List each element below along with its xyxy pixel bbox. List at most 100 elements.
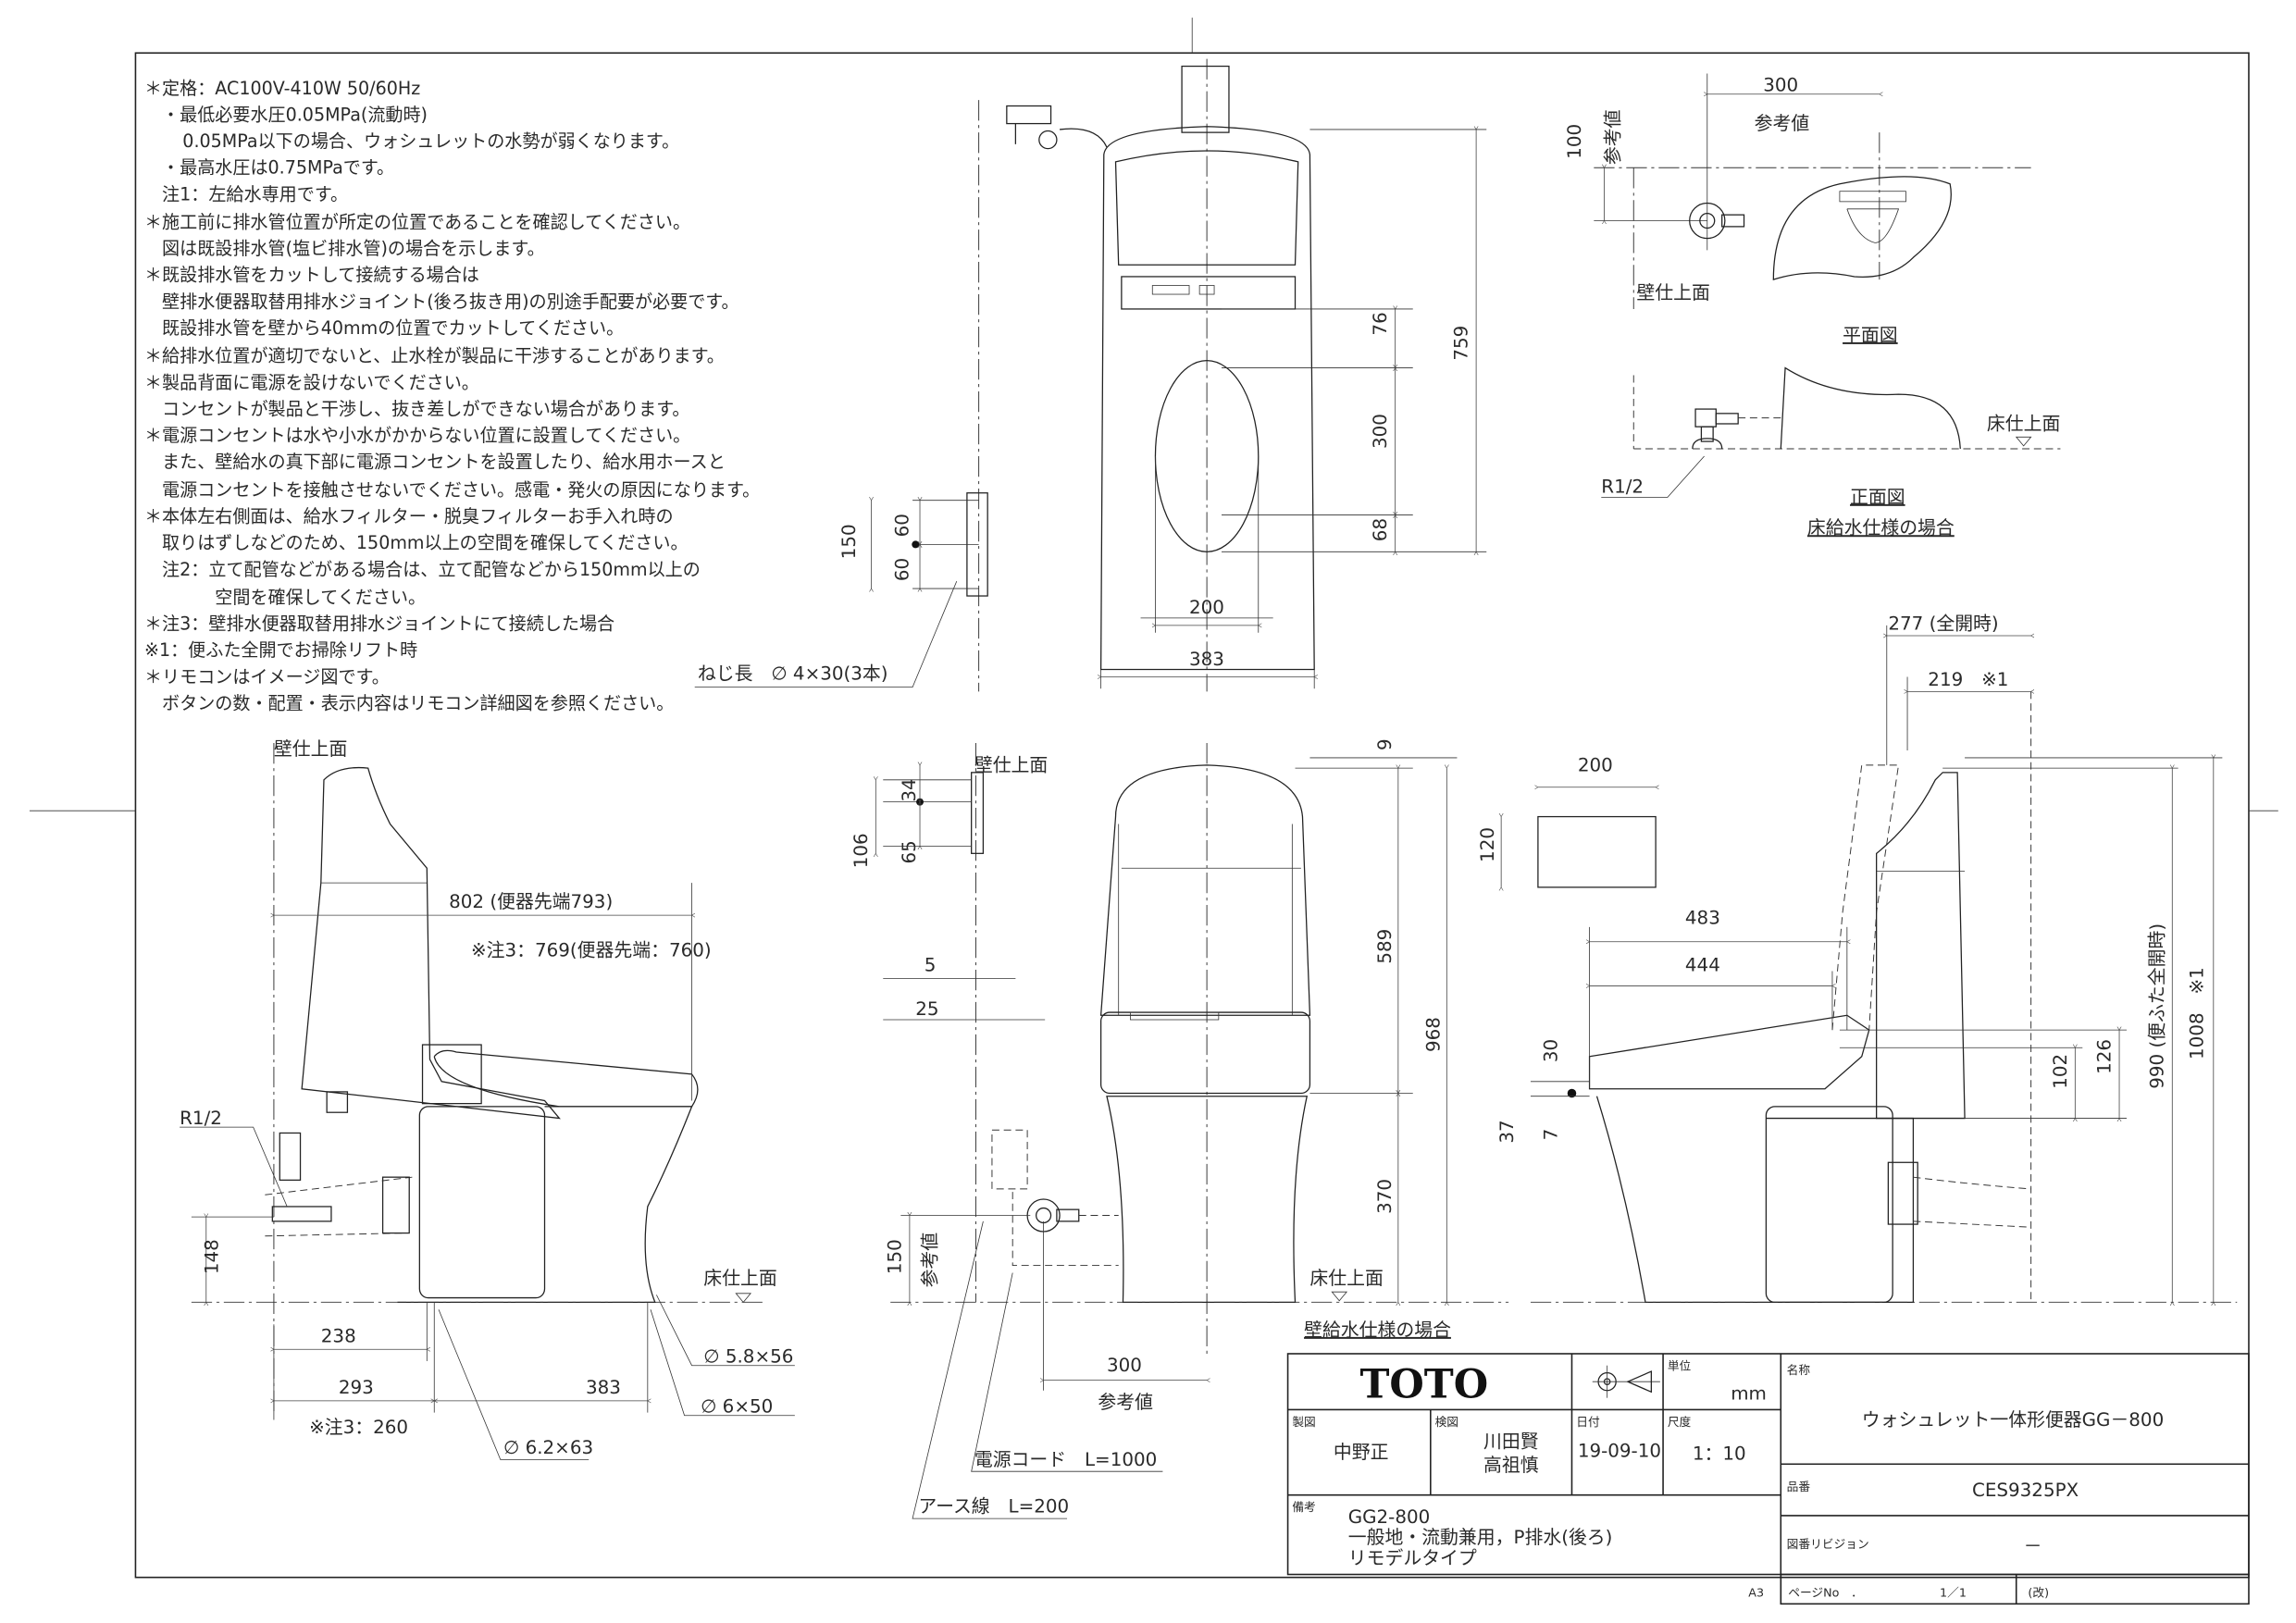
dim-30: 30	[1541, 1039, 1562, 1062]
floor-finish-label: 床仕上面	[1987, 413, 2060, 434]
name-label: 名称	[1787, 1363, 1811, 1377]
note-line: 空間を確保してください。	[215, 588, 426, 608]
note-line: ＊既設排水管をカットして接続する場合は	[144, 266, 479, 286]
floor-supply-views: 300 参考値 100 参考値 壁仕上面 平面図 床仕上面 R1/2 正面図 床…	[1564, 73, 2061, 539]
screw-spec-label: ∅ 6.2×63	[503, 1437, 593, 1458]
dim-293: 293	[339, 1377, 374, 1398]
dim-9: 9	[1374, 738, 1396, 750]
dim-769: ※注3：769(便器先端：760)	[471, 940, 712, 961]
note-line: ※1：便ふた全開でお掃除リフト時	[144, 640, 417, 661]
note-line: 取りはずしなどのため、150mm以上の空間を確保してください。	[162, 533, 688, 553]
revision-label: 図番リビジョン	[1787, 1537, 1869, 1551]
remarks-label: 備考	[1292, 1500, 1315, 1514]
wall-finish-label: 壁仕上面	[274, 738, 347, 760]
drawn-by: 中野正	[1334, 1442, 1389, 1463]
date-label: 日付	[1576, 1415, 1600, 1429]
wall-supply-caption: 壁給水仕様の場合	[1304, 1319, 1451, 1341]
toto-logo: TOTO	[1359, 1362, 1488, 1408]
floor-finish-label: 床仕上面	[703, 1268, 776, 1289]
note-line: ボタンの数・配置・表示内容はリモコン詳細図を参照ください。	[162, 693, 674, 713]
title-block: TOTO 単位 mm 製図 中野正 検図 川田賢 高祖慎 日付 19-09-10…	[1286, 1353, 2250, 1605]
dim-65: 65	[899, 840, 920, 863]
dim-200: 200	[1189, 597, 1224, 618]
r12-label: R1/2	[1601, 477, 1644, 498]
dim-383: 383	[1189, 649, 1224, 670]
dim-219: 219 ※1	[1928, 669, 2008, 690]
dim-60: 60	[891, 558, 912, 581]
note-line: また、壁給水の真下部に電源コンセントを設置したり、給水用ホースと	[162, 452, 726, 473]
unit-value: mm	[1731, 1382, 1767, 1404]
dim-383: 383	[586, 1377, 621, 1398]
dim-990: 990 (便ふた全開時)	[2147, 923, 2168, 1089]
dim-238: 238	[321, 1325, 356, 1346]
dim-277: 277 (全開時)	[1888, 613, 1998, 635]
dim-150: 150	[838, 524, 860, 559]
remarks-line: リモデルタイプ	[1348, 1547, 1477, 1568]
reference-value-label: 参考値	[1098, 1392, 1153, 1413]
revision-value: －	[2024, 1536, 2042, 1557]
part-number: CES9325PX	[1972, 1480, 2079, 1501]
supply-valve-icon	[1692, 408, 1739, 450]
supply-valve-icon	[1689, 202, 1745, 240]
dim-968: 968	[1422, 1017, 1444, 1052]
note-line: 0.05MPa以下の場合、ウォシュレットの水勢が弱くなります。	[182, 131, 679, 152]
paper-size: A3	[1748, 1585, 1764, 1599]
plan-view-title: 平面図	[1843, 325, 1898, 346]
note-line: ＊定格：AC100V-410W 50/60Hz	[144, 79, 420, 99]
screw-spec-label: ∅ 5.8×56	[703, 1346, 793, 1368]
front-view: 壁仕上面 9 34 106 65 5 25 589 968 370 150 参考…	[850, 738, 1509, 1519]
dim-120: 120	[1477, 827, 1498, 862]
unit-label: 単位	[1668, 1358, 1692, 1372]
sheet-frame	[29, 18, 2278, 1579]
supply-valve-icon	[271, 1132, 332, 1222]
part-number-label: 品番	[1787, 1480, 1811, 1493]
note-line: ＊施工前に排水管位置が所定の位置であることを確認してください。	[144, 212, 690, 232]
dim-300: 300	[1107, 1355, 1142, 1376]
right-side-view: 277 (全開時) 219 ※1 200 120 483 444 30 7 37…	[1477, 613, 2238, 1303]
dim-300: 300	[1370, 414, 1391, 449]
note-line: 注1：左給水専用です。	[162, 184, 348, 204]
reference-value-label: 参考値	[920, 1233, 941, 1288]
dim-7: 7	[1541, 1129, 1562, 1141]
dim-444: 444	[1685, 955, 1720, 976]
page-number: 1／1	[1940, 1585, 1967, 1599]
note-line: ・最低必要水圧0.05MPa(流動時)	[162, 105, 428, 125]
note-line: ＊注3：壁排水便器取替用排水ジョイントにて接続した場合	[144, 614, 614, 635]
third-angle-projection-icon	[1592, 1365, 1660, 1398]
screw-length-note: ねじ長 ∅ 4×30(3本)	[698, 663, 888, 685]
front-view-title: 正面図	[1850, 487, 1905, 508]
note-line: 図は既設排水管(塩ビ排水管)の場合を示します。	[162, 239, 545, 259]
supply-valve-icon	[1026, 1198, 1080, 1233]
note-line: 壁排水便器取替用排水ジョイント(後ろ抜き用)の別途手配要が必要です。	[162, 291, 738, 312]
floor-finish-label: 床仕上面	[1309, 1268, 1383, 1289]
checked-by: 川田賢	[1483, 1431, 1539, 1453]
screw-spec-label: ∅ 6×50	[701, 1396, 773, 1418]
earth-wire-label: アース線 L=200	[918, 1496, 1069, 1518]
checked-label: 検図	[1435, 1415, 1458, 1429]
dim-759: 759	[1451, 326, 1472, 361]
scale-value: 1：10	[1693, 1443, 1746, 1464]
checked-by: 高祖慎	[1483, 1455, 1539, 1476]
left-side-view: 壁仕上面 802 (便器先端793) ※注3：769(便器先端：760) R1/…	[180, 738, 795, 1460]
drawn-label: 製図	[1292, 1415, 1315, 1429]
dim-126: 126	[2093, 1039, 2115, 1074]
note-line: 電源コンセントを接触させないでください。感電・発火の原因になります。	[162, 480, 760, 501]
dim-1008: 1008 ※1	[2187, 967, 2208, 1059]
supply-valve-icon	[1006, 105, 1058, 150]
dim-25: 25	[915, 998, 938, 1020]
note-line: ＊製品背面に電源を設けないでください。	[144, 373, 479, 393]
top-view: 76 300 68 759 200 383 150 60 60 ねじ長 ∅ 4×…	[694, 58, 1487, 692]
dim-802: 802 (便器先端793)	[449, 891, 613, 912]
note-line: ＊リモコンはイメージ図です。	[144, 667, 390, 688]
wall-finish-label: 壁仕上面	[1636, 282, 1709, 304]
floor-supply-caption: 床給水仕様の場合	[1807, 517, 1955, 539]
dim-100: 100	[1564, 124, 1585, 159]
dim-150: 150	[884, 1239, 905, 1274]
reference-value-label: 参考値	[1602, 109, 1623, 165]
reference-value-label: 参考値	[1755, 113, 1810, 134]
note-line: ・最高水圧は0.75MPaです。	[162, 158, 394, 179]
dim-68: 68	[1370, 518, 1391, 541]
dim-37: 37	[1496, 1120, 1518, 1143]
dim-34: 34	[899, 778, 920, 801]
